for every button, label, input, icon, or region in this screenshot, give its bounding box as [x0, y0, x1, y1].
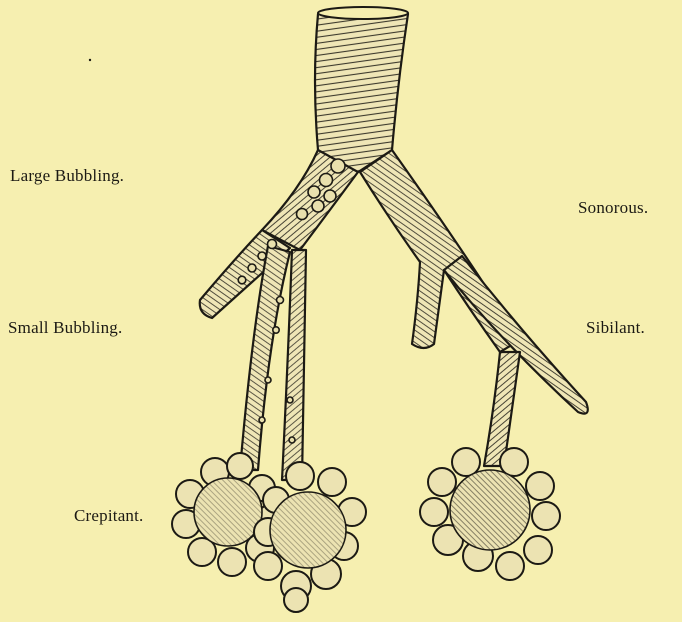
label-sibilant: Sibilant.: [586, 318, 645, 338]
label-small-bubbling: Small Bubbling.: [8, 318, 122, 338]
trachea: [315, 7, 408, 176]
right-alveolar-cluster: [420, 448, 560, 580]
label-large-bubbling: Large Bubbling.: [10, 166, 124, 186]
label-sonorous: Sonorous.: [578, 198, 648, 218]
label-crepitant: Crepitant.: [74, 506, 144, 526]
left-alveolar-cluster: [172, 453, 366, 612]
ink-speck: [89, 59, 91, 61]
right-lower-branch: [444, 256, 588, 466]
